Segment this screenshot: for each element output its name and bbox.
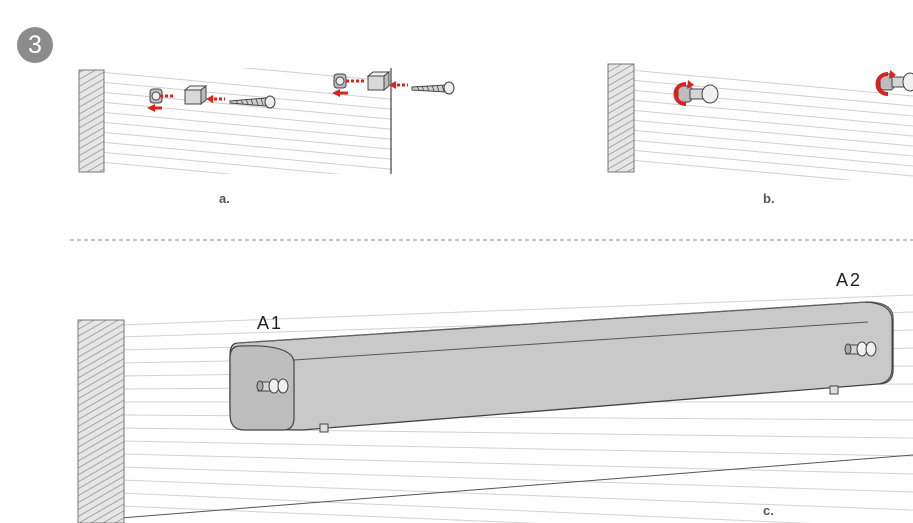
rotate-arrow-icon <box>673 82 687 106</box>
wall-surface-lines <box>629 69 913 180</box>
wall-edge-hatch <box>607 63 635 173</box>
wall-surface-lines <box>99 68 392 174</box>
soundbar-body <box>229 301 894 431</box>
rotate-arrow-icon <box>875 72 889 96</box>
anchor-hole <box>151 91 161 101</box>
soundbar <box>229 301 894 433</box>
mounting-hole-a1 <box>256 378 289 394</box>
mounting-hole-a2 <box>844 341 877 357</box>
wall-edge-hatch <box>78 69 105 173</box>
panel-b <box>607 63 913 180</box>
step-number-badge: 3 <box>17 27 53 63</box>
installed-anchor-left <box>673 80 719 106</box>
wall-edge-hatch <box>77 319 125 523</box>
bracket-block <box>367 75 385 91</box>
step-number: 3 <box>28 31 42 59</box>
anchor-assembly-left <box>147 84 276 112</box>
caption-b: b. <box>763 191 775 206</box>
red-arrow-icon <box>332 89 340 97</box>
marker-a2: A2 <box>836 270 863 290</box>
panel-c <box>77 294 913 523</box>
panel-a <box>78 68 455 174</box>
red-arrow-icon <box>147 104 155 112</box>
caption-c: c. <box>763 503 774 518</box>
marker-a1: A1 <box>257 313 284 333</box>
anchor-assembly-right <box>332 70 455 97</box>
screw <box>229 95 276 109</box>
caption-a: a. <box>219 191 230 206</box>
installed-anchor-right <box>875 70 913 96</box>
wall-floor-edge <box>119 454 913 519</box>
screw <box>411 81 455 95</box>
red-arrow-icon <box>389 81 396 89</box>
foot <box>319 423 329 433</box>
bracket-block <box>184 89 202 105</box>
foot <box>829 385 839 395</box>
red-arrow-icon <box>206 95 213 103</box>
